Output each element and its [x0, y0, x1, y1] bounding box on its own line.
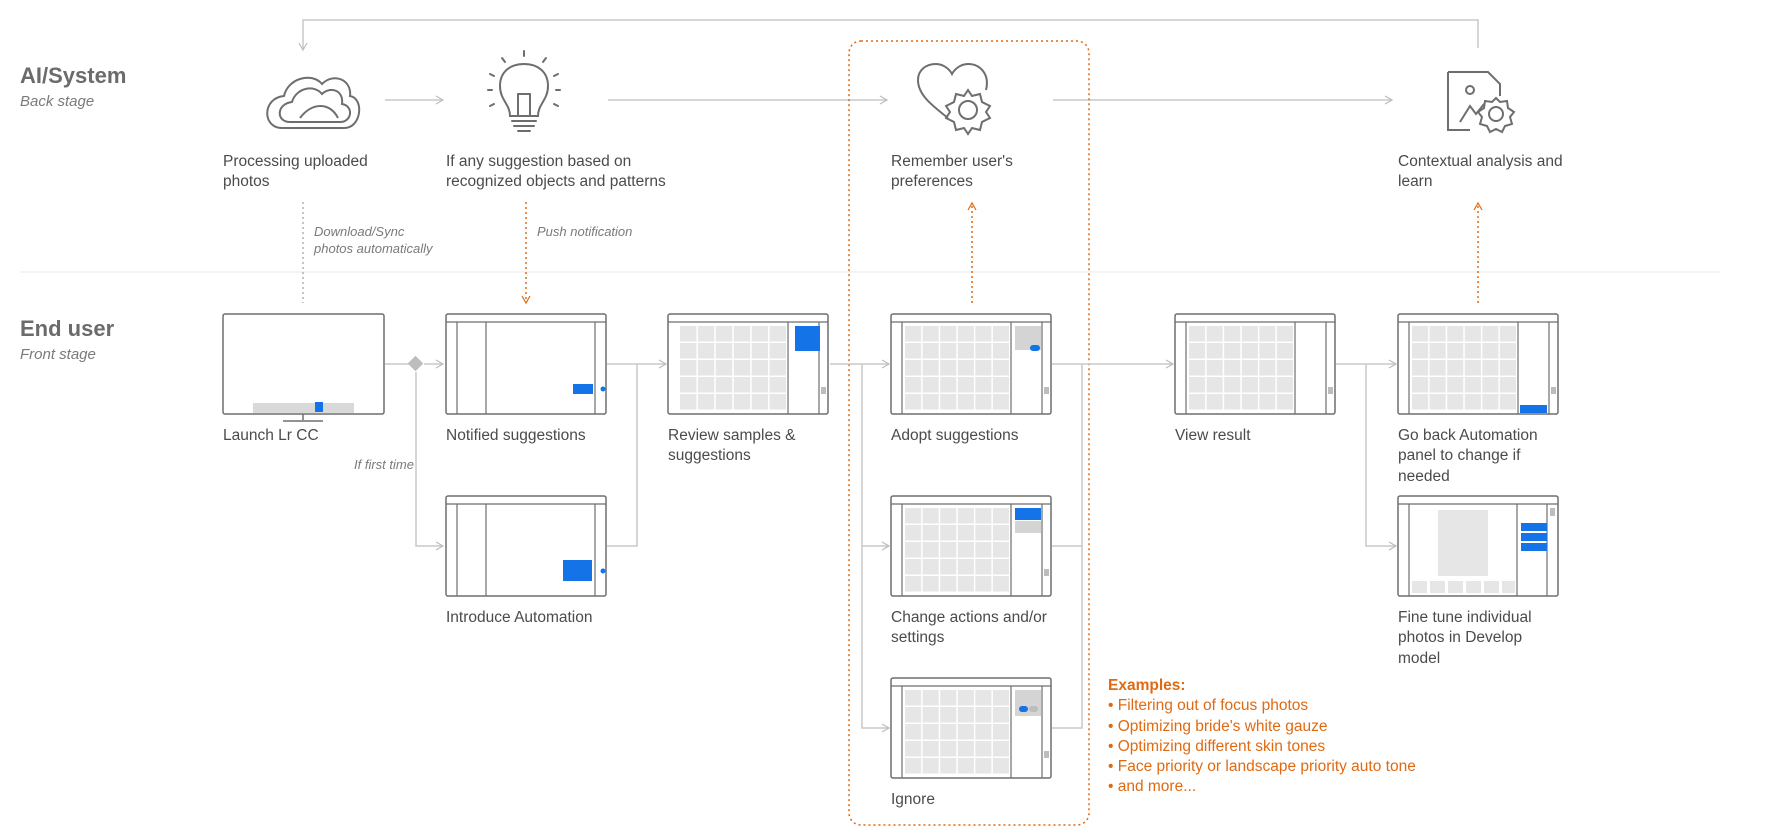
screen-change — [890, 495, 1052, 597]
lane-title-user: End user — [20, 316, 115, 341]
screen-ignore — [890, 677, 1052, 779]
first-time-decision-diamond — [407, 355, 424, 372]
creative-cloud-icon — [266, 76, 360, 129]
step-label-review: Review samples &suggestions — [668, 427, 796, 465]
step-label-notified: Notified suggestions — [446, 427, 586, 444]
feedback-loop-arrow — [298, 19, 1479, 52]
step-label-view: View result — [1175, 427, 1251, 444]
screen-review — [667, 313, 829, 415]
example-item: • Filtering out of focus photos — [1108, 697, 1309, 715]
heart-gear-icon — [916, 62, 992, 136]
screen-introduce — [445, 495, 607, 597]
screen-launch — [222, 313, 385, 422]
example-item: • Optimizing bride's white gauze — [1108, 717, 1328, 735]
examples-title: Examples: — [1108, 677, 1186, 694]
screen-notified — [445, 313, 607, 415]
lightbulb-icon — [487, 50, 561, 132]
example-item: • and more... — [1108, 778, 1197, 796]
lane-subtitle-ai: Back stage — [20, 93, 95, 110]
lane-title-ai: AI/System — [20, 63, 127, 88]
step-label-adopt: Adopt suggestions — [891, 427, 1019, 444]
lane-subtitle-user: Front stage — [20, 346, 96, 363]
step-label-ignore: Ignore — [891, 791, 935, 808]
screen-finetune — [1397, 495, 1559, 597]
note-first-time: If first time — [354, 457, 414, 472]
step-label-launch: Launch Lr CC — [223, 427, 319, 444]
example-item: • Optimizing different skin tones — [1108, 737, 1326, 755]
screen-adopt — [890, 313, 1052, 415]
user-flow-connectors — [385, 359, 1398, 733]
document-gear-icon — [1447, 71, 1516, 134]
highlight-region — [848, 40, 1090, 826]
screen-view — [1174, 313, 1336, 415]
note-push-notification: Push notification — [537, 224, 633, 239]
screen-goback — [1397, 313, 1559, 415]
examples-list: Examples: • Filtering out of focus photo… — [1108, 676, 1416, 798]
example-item: • Face priority or landscape priority au… — [1108, 758, 1416, 776]
step-label-introduce: Introduce Automation — [446, 609, 593, 626]
